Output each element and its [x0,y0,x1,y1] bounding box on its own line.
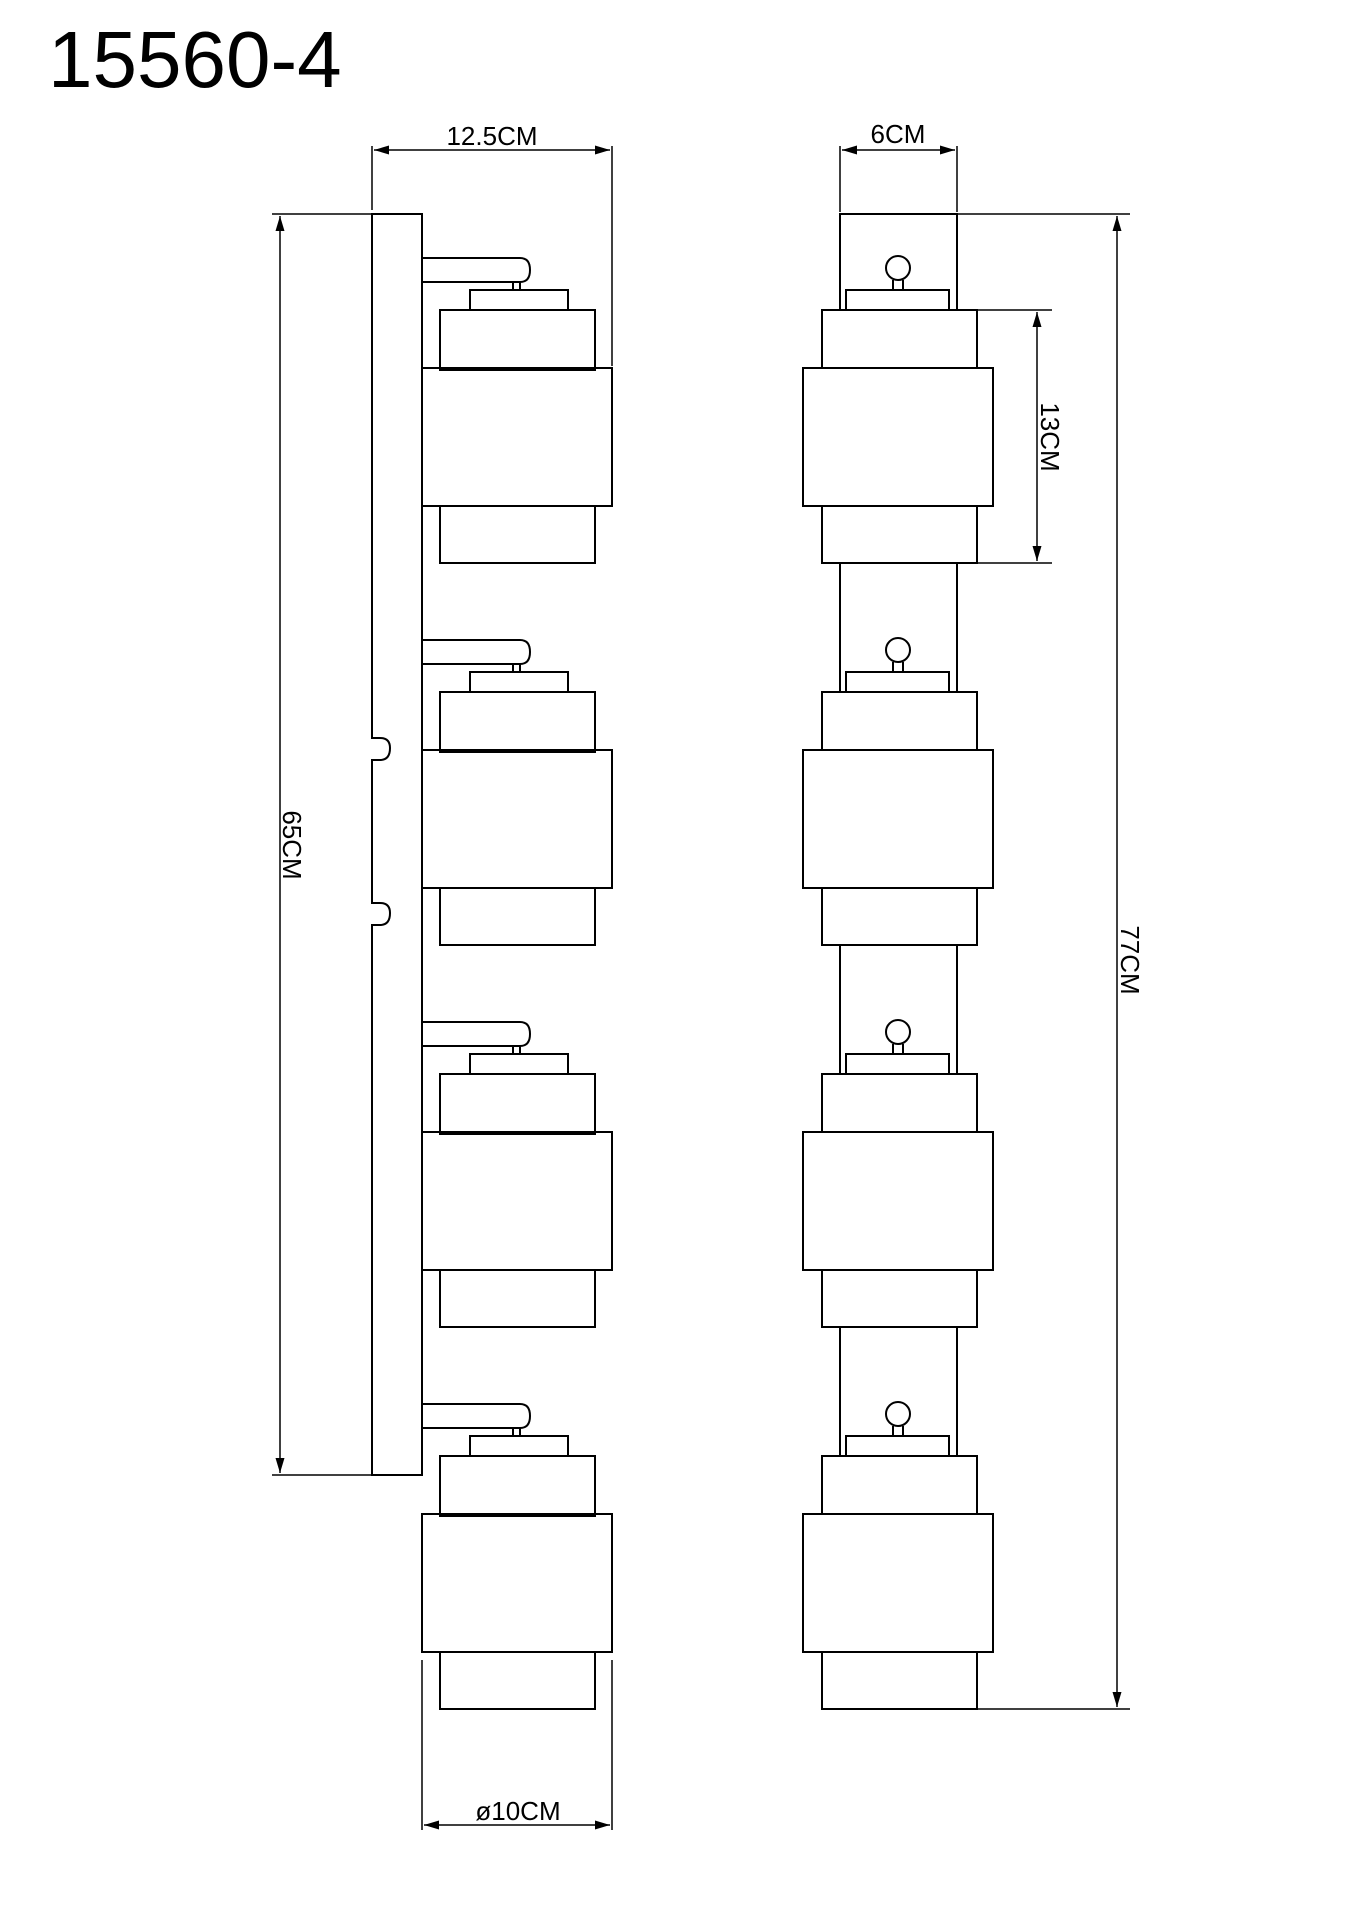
label-shade-diameter: ø10CM [475,1796,560,1826]
label-base-length: 65CM [277,810,307,879]
front-spot-1 [802,255,994,564]
side-spot-3 [421,1021,613,1328]
side-spot-1 [421,257,613,564]
front-spot-3 [802,1019,994,1328]
label-width-side: 12.5CM [446,121,537,151]
label-total-length: 77CM [1115,925,1145,994]
front-spot-2 [802,637,994,946]
side-view [272,145,613,1830]
product-code: 15560-4 [48,15,342,104]
front-spot-4 [802,1401,994,1710]
dim-width-side [371,145,613,366]
mounting-plate [371,213,423,1476]
side-spot-4 [421,1403,613,1710]
dim-total-length [957,213,1130,1710]
front-view [802,145,1130,1710]
dim-base-length [272,213,372,1476]
label-shade-height: 13CM [1035,402,1065,471]
side-spot-2 [421,639,613,946]
dim-shade-height [977,309,1052,564]
dim-width-front [839,145,958,212]
dim-shade-diameter [421,1660,613,1830]
label-width-front: 6CM [871,119,926,149]
